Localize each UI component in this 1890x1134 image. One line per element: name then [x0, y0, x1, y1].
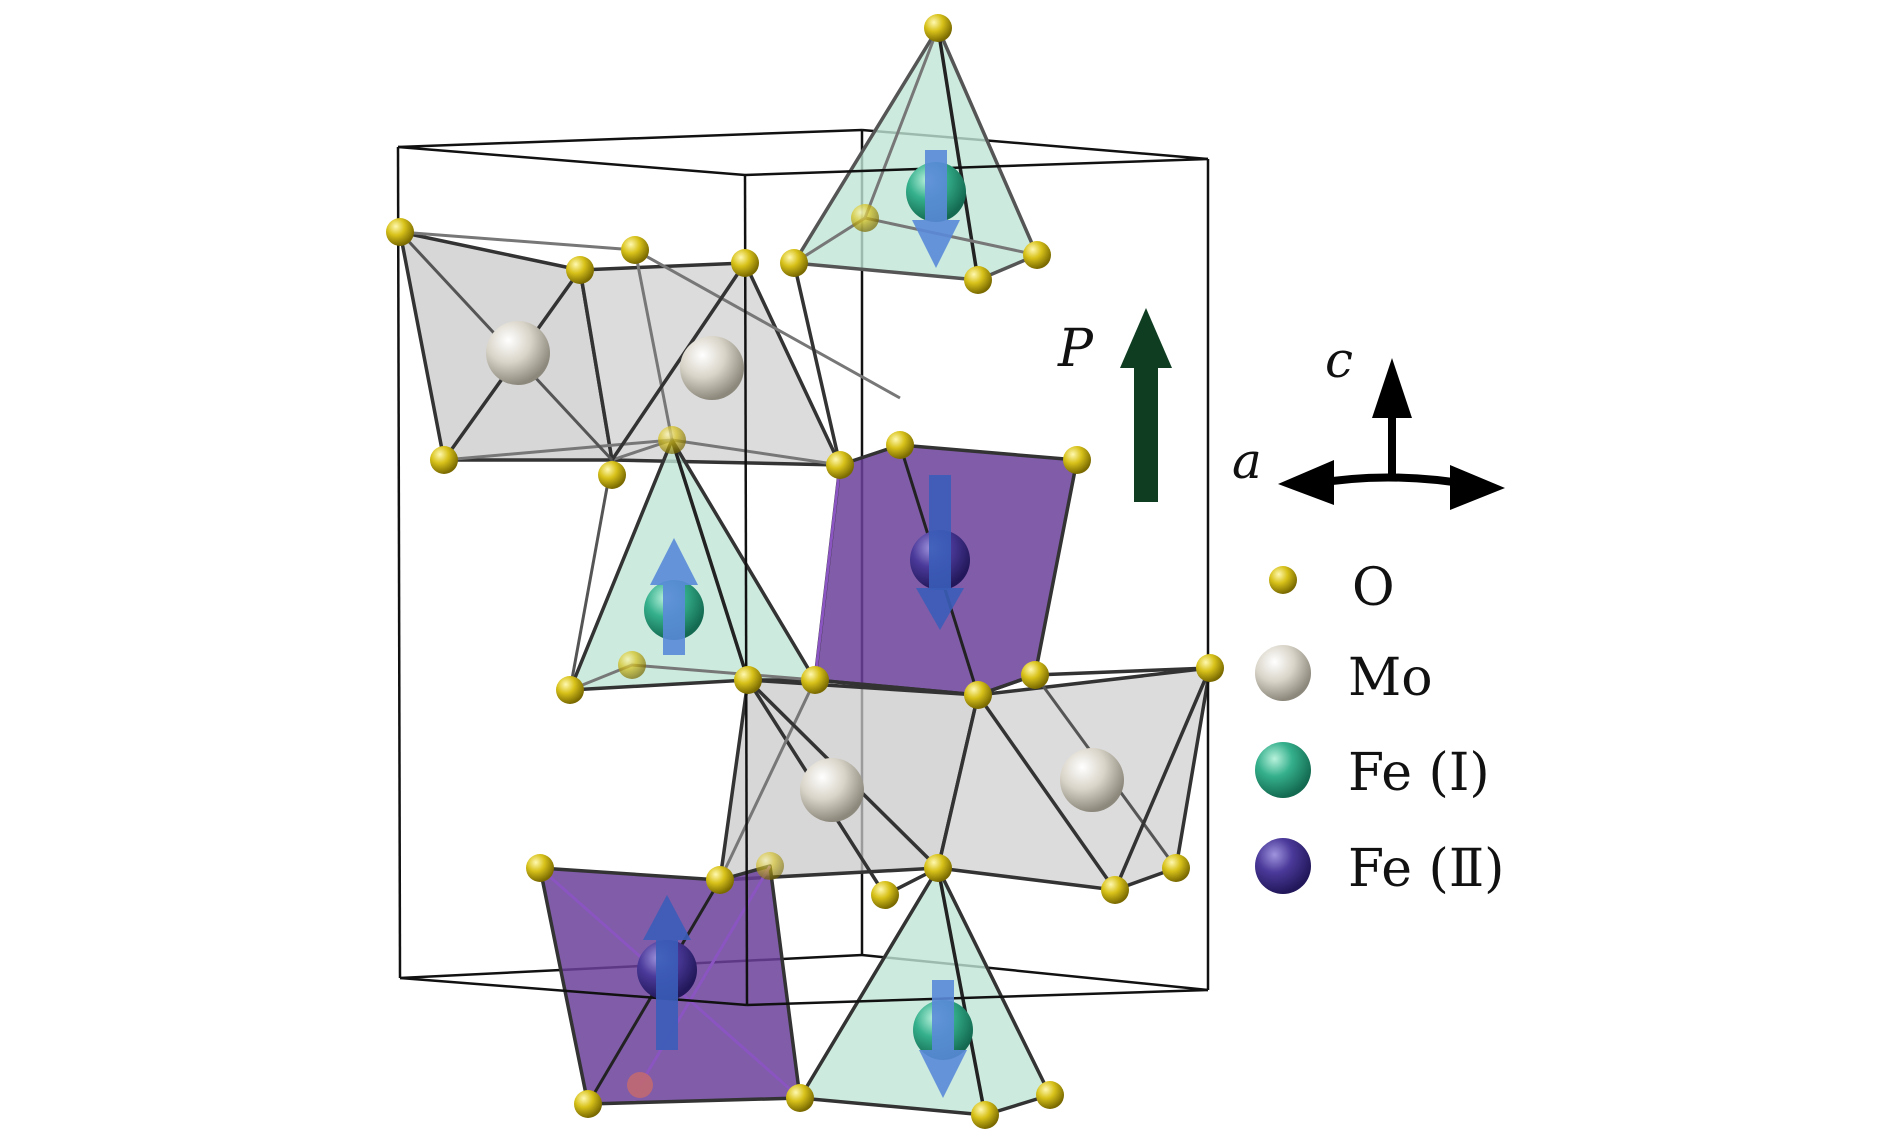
o-atom: [826, 451, 854, 479]
o-atom: [430, 446, 458, 474]
o-atom: [971, 1101, 999, 1129]
mo-atom: [486, 321, 550, 385]
spin-arrows: [643, 150, 967, 1098]
legend: O Mo Fe (Ⅰ) Fe (Ⅱ): [1255, 558, 1504, 899]
o-atom: [386, 218, 414, 246]
o-atom: [1196, 654, 1224, 682]
o-atom: [574, 1090, 602, 1118]
o-atom: [924, 14, 952, 42]
mo-atoms: [486, 321, 1124, 822]
o-atom: [924, 854, 952, 882]
mo-atom: [800, 758, 864, 822]
fe1-tetrahedron-bottom: [798, 866, 1052, 1117]
o-atom: [851, 204, 879, 232]
c-axis-label: c: [1325, 331, 1353, 389]
legend-mo-label: Mo: [1348, 648, 1433, 708]
unit-cell-front: [396, 145, 1210, 1007]
spin-up-arrow-bottom: [643, 895, 691, 1050]
o-atom: [1101, 876, 1129, 904]
legend-fe1-swatch: [1255, 742, 1311, 798]
oxygen-atoms: [386, 14, 1224, 1129]
polarization-label: P: [1057, 319, 1094, 379]
o-atom: [734, 666, 762, 694]
o-atom: [1162, 854, 1190, 882]
o-atom: [871, 881, 899, 909]
a-axis-arrowhead-left: [1278, 460, 1334, 505]
legend-fe2-swatch: [1255, 838, 1311, 894]
spin-up-arrow-middle: [650, 538, 698, 655]
o-atom: [886, 431, 914, 459]
mo-octahedra-lower: [717, 666, 1212, 898]
o-atom: [526, 854, 554, 882]
o-atom: [566, 256, 594, 284]
mo-atom: [1060, 748, 1124, 812]
o-atom: [1063, 446, 1091, 474]
o-atom: [801, 666, 829, 694]
legend-mo-swatch: [1255, 645, 1311, 701]
legend-fe1-label: Fe (Ⅰ): [1348, 743, 1490, 803]
polarization-arrow: [1120, 308, 1172, 502]
o-atom: [556, 676, 584, 704]
o-atom: [627, 1072, 653, 1098]
legend-o-swatch: [1269, 566, 1297, 594]
spin-down-arrow-bottom: [919, 980, 967, 1098]
spin-down-arrow-top: [912, 150, 960, 268]
o-atom: [618, 651, 646, 679]
o-atom: [780, 249, 808, 277]
o-atom: [964, 266, 992, 294]
a-axis-label: a: [1232, 432, 1262, 490]
o-atom: [1023, 241, 1051, 269]
o-atom: [964, 681, 992, 709]
o-atom: [621, 236, 649, 264]
o-atom: [786, 1084, 814, 1112]
c-axis-arrowhead: [1372, 358, 1412, 418]
spin-down-arrow-middle: [916, 475, 964, 630]
o-atom: [598, 461, 626, 489]
o-atom: [1021, 661, 1049, 689]
legend-o-label: O: [1352, 558, 1395, 618]
o-atom: [756, 852, 784, 880]
fe1-tetrahedron-top: [792, 26, 1039, 282]
mo-atom: [680, 336, 744, 400]
a-axis-arrowhead-right: [1450, 465, 1505, 510]
o-atom: [658, 426, 686, 454]
o-atom: [1036, 1081, 1064, 1109]
legend-fe2-label: Fe (Ⅱ): [1348, 839, 1504, 899]
o-atom: [706, 866, 734, 894]
o-atom: [731, 249, 759, 277]
